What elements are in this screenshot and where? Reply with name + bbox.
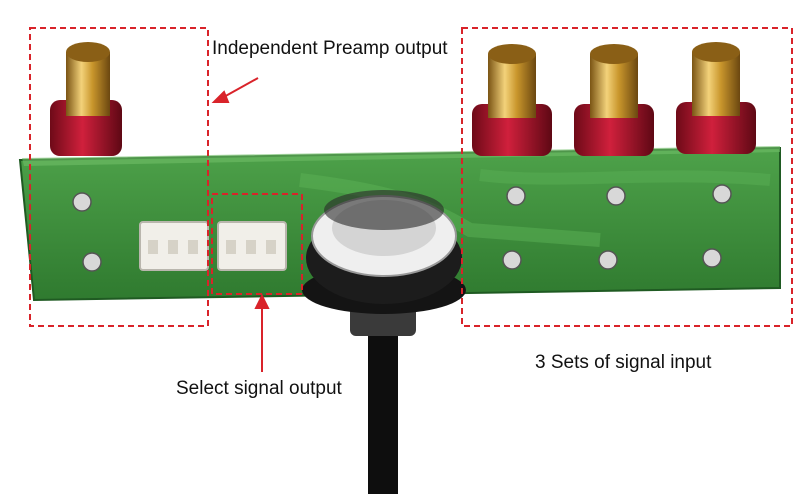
box-signal-input bbox=[461, 27, 793, 327]
rca-jack-input-1 bbox=[472, 44, 552, 156]
rca-jack-preamp bbox=[50, 42, 122, 156]
rca-jack-input-2 bbox=[574, 44, 654, 156]
box-preamp-output bbox=[29, 27, 209, 327]
annotation-arrows bbox=[211, 77, 270, 372]
rotary-switch bbox=[302, 190, 466, 494]
rca-jack-input-3 bbox=[676, 42, 756, 154]
label-select-output: Select signal output bbox=[176, 378, 342, 399]
box-select-output bbox=[211, 193, 303, 295]
white-connectors bbox=[139, 221, 287, 271]
screw-terminals bbox=[72, 184, 732, 272]
annotation-boxes bbox=[29, 27, 793, 327]
label-signal-input: 3 Sets of signal input bbox=[535, 352, 712, 373]
label-preamp-output: Independent Preamp output bbox=[212, 38, 448, 59]
